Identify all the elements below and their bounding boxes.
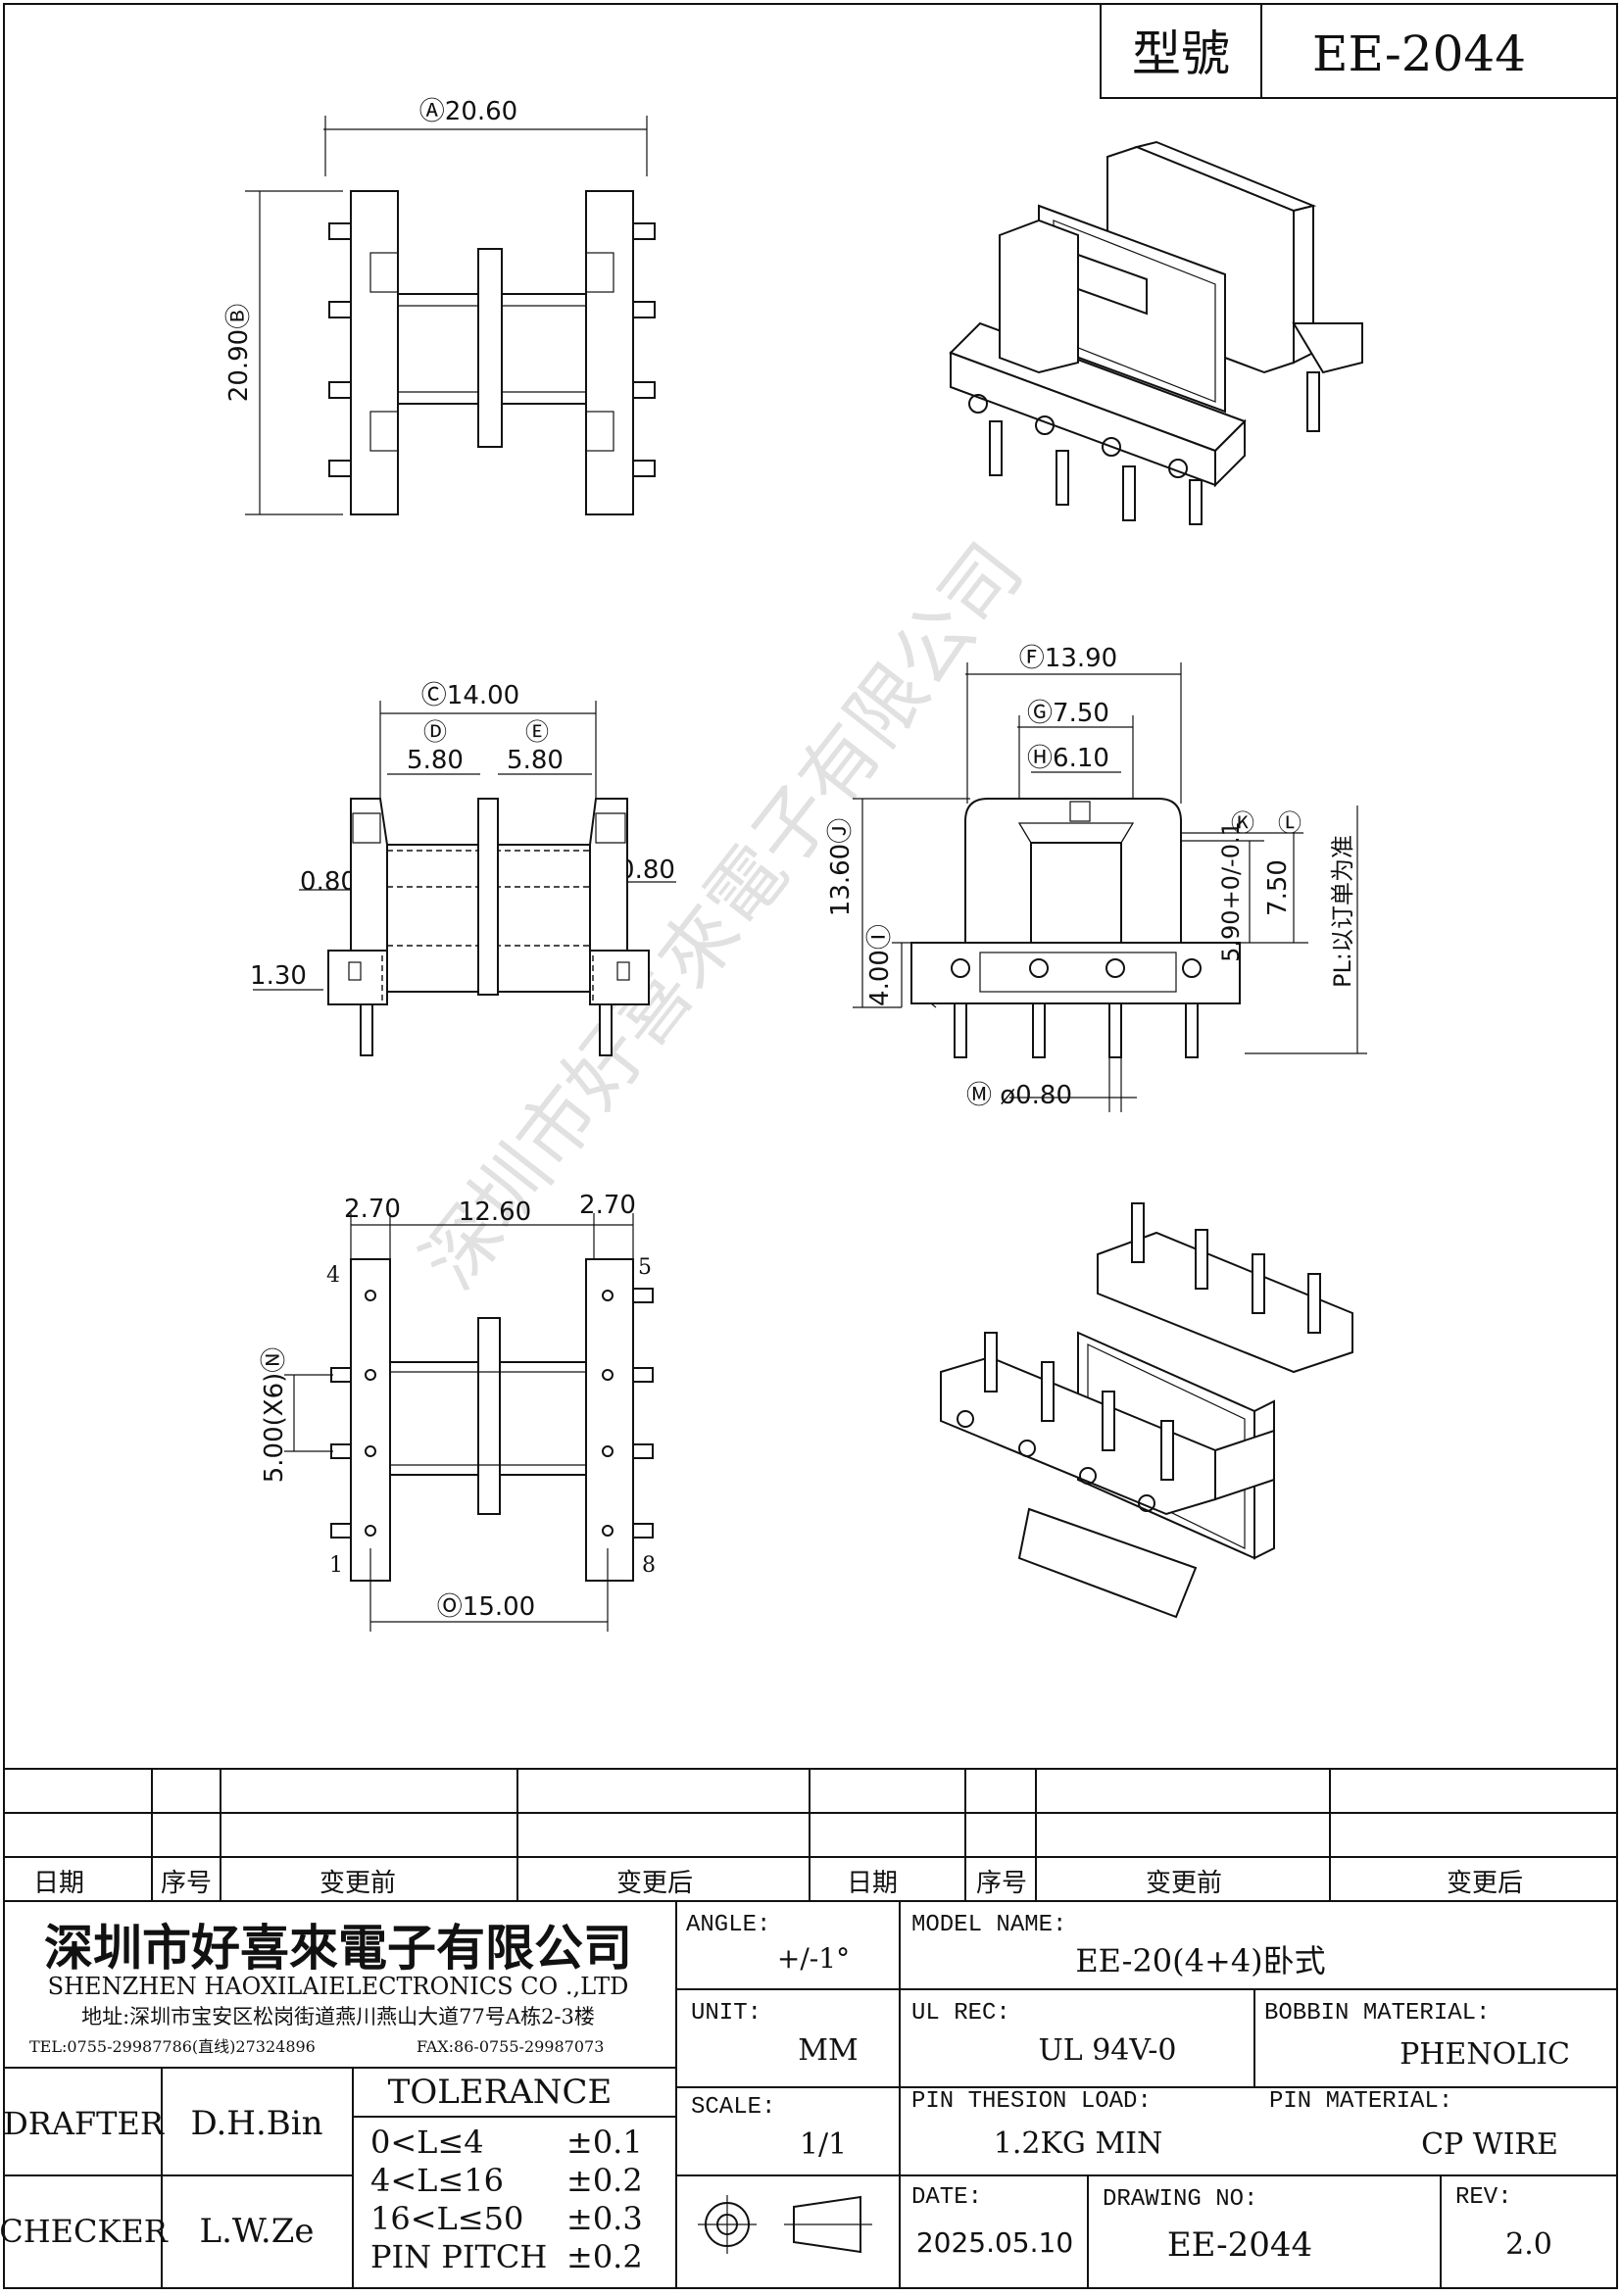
dim-l: Ⓛ [1278, 809, 1302, 837]
dim-wall-left: 0.80 [300, 867, 357, 897]
tolerance-range-4: PIN PITCH [370, 2238, 547, 2275]
dim-c: Ⓒ14.00 [421, 681, 519, 710]
rev-header-after-1: 变更后 [616, 1869, 693, 1898]
drafter-label: DRAFTER [3, 2105, 165, 2142]
tolerance-range-2: 4<L≤16 [370, 2162, 504, 2199]
pin-number-1: 1 [329, 1553, 343, 1578]
tolerance-value-2: ±0.2 [566, 2162, 643, 2199]
dim-height-75: 7.50 [1263, 859, 1293, 916]
pin-load-label: PIN THESION LOAD: [911, 2088, 1152, 2115]
dim-pin-dia: Ⓜ ø0.80 [966, 1081, 1072, 1110]
unit-label: UNIT: [691, 2000, 761, 2027]
ul-value: UL 94V-0 [1038, 2033, 1176, 2068]
revision-table: 日期 序号 变更前 变更后 日期 序号 变更前 变更后 [4, 1768, 1617, 1902]
dim-span: Ⓞ15.00 [437, 1592, 535, 1622]
dim-e: 5.80 [507, 746, 564, 775]
dim-mid-w: 12.60 [459, 1197, 531, 1227]
rev-header-after-2: 变更后 [1447, 1869, 1523, 1898]
tolerance-range-3: 16<L≤50 [370, 2200, 523, 2237]
rev-header-date-1: 日期 [33, 1869, 84, 1898]
checker-value: L.W.Ze [200, 2212, 315, 2251]
dim-k: Ⓚ [1231, 809, 1254, 837]
model-header-value: EE-2044 [1312, 25, 1526, 82]
rev-label: REV: [1455, 2184, 1512, 2211]
angle-value: +/-1° [777, 1942, 850, 1975]
pin-load-value: 1.2KG MIN [994, 2126, 1162, 2161]
pin-number-4: 4 [326, 1263, 340, 1288]
scale-value: 1/1 [800, 2127, 847, 2162]
dim-d: 5.80 [407, 746, 464, 775]
side-view: Ⓕ13.90 Ⓖ7.50 Ⓗ6.10 13.60Ⓙ 4.00Ⓘ [826, 644, 1367, 1112]
bobbin-material-value: PHENOLIC [1400, 2037, 1570, 2072]
unit-value: MM [798, 2033, 858, 2068]
pin-number-5: 5 [638, 1255, 652, 1280]
tolerance-title: TOLERANCE [388, 2073, 613, 2112]
angle-label: ANGLE: [686, 1912, 770, 1938]
model-name-label: MODEL NAME: [911, 1912, 1066, 1938]
company-address: 地址:深圳市宝安区松岗街道燕川燕山大道77号A栋2-3楼 [81, 2005, 595, 2028]
isometric-view-top [949, 140, 1363, 525]
dim-right-w: 2.70 [579, 1191, 636, 1220]
title-block: 深圳市好喜來電子有限公司 SHENZHEN HAOXILAIELECTRONIC… [0, 1901, 1617, 2288]
top-view: Ⓐ20.60 20.90Ⓑ [224, 97, 656, 515]
drafter-value: D.H.Bin [190, 2104, 322, 2143]
pl-note: PL:以订单为准 [1329, 835, 1356, 988]
model-name-value: EE-20(4+4)卧式 [1075, 1942, 1325, 1979]
pin-number-8: 8 [642, 1553, 656, 1578]
dim-d-label: Ⓓ [423, 718, 447, 746]
dim-g: Ⓖ7.50 [1027, 699, 1109, 728]
dim-b: 20.90Ⓑ [224, 304, 254, 402]
tolerance-value-3: ±0.3 [566, 2200, 643, 2237]
dim-left-w: 2.70 [344, 1195, 401, 1224]
rev-header-date-2: 日期 [847, 1869, 898, 1898]
company-name-en: SHENZHEN HAOXILAIELECTRONICS CO .,LTD [48, 1973, 629, 2000]
rev-value: 2.0 [1505, 2227, 1552, 2262]
model-header-label: 型號 [1132, 25, 1230, 82]
dim-pitch: 5.00(X6)Ⓝ [260, 1347, 289, 1484]
bottom-view: 2.70 12.60 2.70 5.00(X6)Ⓝ Ⓞ15 [260, 1191, 656, 1632]
sheet-border [3, 3, 1618, 2289]
front-view: Ⓒ14.00 Ⓓ 5.80 Ⓔ 5.80 0.80 0.80 1.30 [250, 681, 676, 1056]
company-tel: TEL:0755-29987786(直线)27324896 [29, 2037, 316, 2056]
tolerance-value-1: ±0.1 [566, 2124, 643, 2161]
checker-label: CHECKER [0, 2213, 169, 2250]
dim-window: 5.90+0/-0.1 [1217, 821, 1245, 962]
model-header: 型號 EE-2044 [1100, 3, 1618, 99]
ul-label: UL REC: [911, 2000, 1010, 2027]
drawing-no-value: EE-2044 [1167, 2225, 1312, 2265]
scale-label: SCALE: [691, 2094, 775, 2121]
pin-material-value: CP WIRE [1421, 2127, 1558, 2162]
drawing-no-label: DRAWING NO: [1103, 2186, 1257, 2213]
dim-height-base: 4.00Ⓘ [865, 924, 895, 1006]
rev-header-before-1: 变更前 [319, 1869, 396, 1898]
company-fax: FAX:86-0755-29987073 [417, 2037, 604, 2056]
rev-header-before-2: 变更前 [1146, 1869, 1222, 1898]
projection-symbol [698, 2195, 872, 2254]
pin-material-label: PIN MATERIAL: [1269, 2088, 1452, 2115]
company-name-cn: 深圳市好喜來電子有限公司 [44, 1919, 632, 1977]
tolerance-value-4: ±0.2 [566, 2238, 643, 2275]
dim-a: Ⓐ20.60 [419, 97, 517, 126]
date-value: 2025.05.10 [916, 2226, 1073, 2259]
dim-e-label: Ⓔ [525, 718, 549, 746]
dim-f: Ⓕ13.90 [1019, 644, 1117, 673]
rev-header-seq-2: 序号 [976, 1869, 1027, 1898]
rev-header-seq-1: 序号 [161, 1869, 212, 1898]
tolerance-range-1: 0<L≤4 [370, 2124, 484, 2161]
dim-base: 1.30 [250, 961, 307, 991]
dim-h: Ⓗ6.10 [1027, 744, 1109, 773]
bobbin-material-label: BOBBIN MATERIAL: [1264, 2000, 1490, 2027]
isometric-view-bottom [940, 1202, 1353, 1619]
dim-height-total: 13.60Ⓙ [826, 818, 856, 916]
date-label: DATE: [911, 2184, 982, 2211]
